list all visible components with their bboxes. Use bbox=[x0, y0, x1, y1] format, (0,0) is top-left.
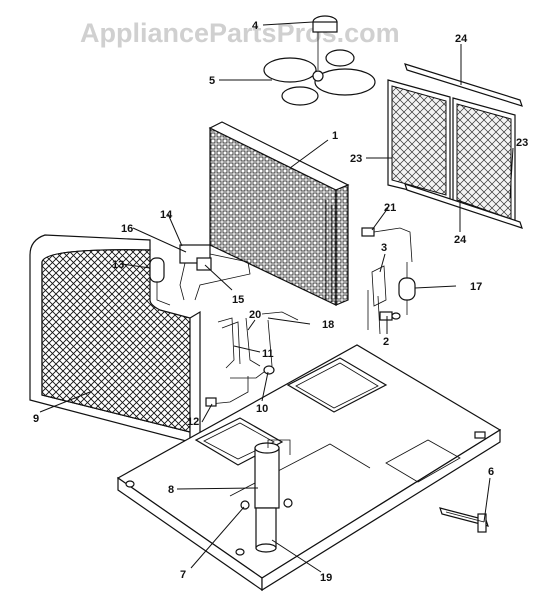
callout-19: 19 bbox=[320, 572, 332, 584]
callout-17: 17 bbox=[470, 281, 482, 293]
callout-10: 10 bbox=[256, 403, 268, 415]
callout-labels: 1 2 3 4 5 6 7 8 9 10 11 12 13 14 15 16 1… bbox=[33, 20, 528, 584]
capacitor bbox=[149, 257, 171, 306]
callout-12: 12 bbox=[187, 416, 199, 428]
callout-1: 1 bbox=[332, 130, 338, 142]
temperature-sensor bbox=[361, 227, 413, 263]
control-box bbox=[179, 244, 251, 301]
air-filter-frame bbox=[387, 63, 523, 229]
callout-11: 11 bbox=[262, 348, 274, 360]
callout-6: 6 bbox=[488, 466, 494, 478]
callout-13: 13 bbox=[112, 259, 124, 271]
callout-2: 2 bbox=[383, 336, 389, 348]
mounting-bracket bbox=[439, 507, 489, 533]
base-pan bbox=[116, 344, 502, 592]
callout-7: 7 bbox=[180, 569, 186, 581]
compressor bbox=[240, 439, 293, 553]
callout-3: 3 bbox=[381, 242, 387, 254]
wraparound-coil bbox=[29, 234, 201, 444]
callout-21: 21 bbox=[384, 202, 396, 214]
condenser-coil bbox=[208, 121, 350, 306]
callout-20: 20 bbox=[249, 309, 261, 321]
reversing-valve bbox=[367, 265, 401, 335]
callout-4: 4 bbox=[252, 20, 259, 32]
callout-14: 14 bbox=[160, 209, 173, 221]
callout-15: 15 bbox=[232, 294, 244, 306]
accumulator bbox=[398, 262, 416, 315]
callout-18: 18 bbox=[322, 319, 334, 331]
leader-lines bbox=[39, 21, 514, 573]
callout-23-left: 23 bbox=[350, 153, 362, 165]
callout-23-right: 23 bbox=[516, 137, 528, 149]
watermark-text: AppliancePartsPros.com bbox=[80, 18, 400, 48]
refrigerant-tubing bbox=[205, 311, 299, 407]
callout-16: 16 bbox=[121, 223, 133, 235]
callout-9: 9 bbox=[33, 413, 39, 425]
callout-5: 5 bbox=[209, 75, 215, 87]
callout-8: 8 bbox=[168, 484, 174, 496]
callout-24-top: 24 bbox=[455, 33, 468, 45]
callout-24-bottom: 24 bbox=[454, 234, 467, 246]
fan-motor bbox=[312, 15, 338, 70]
fan-blade bbox=[263, 49, 376, 106]
